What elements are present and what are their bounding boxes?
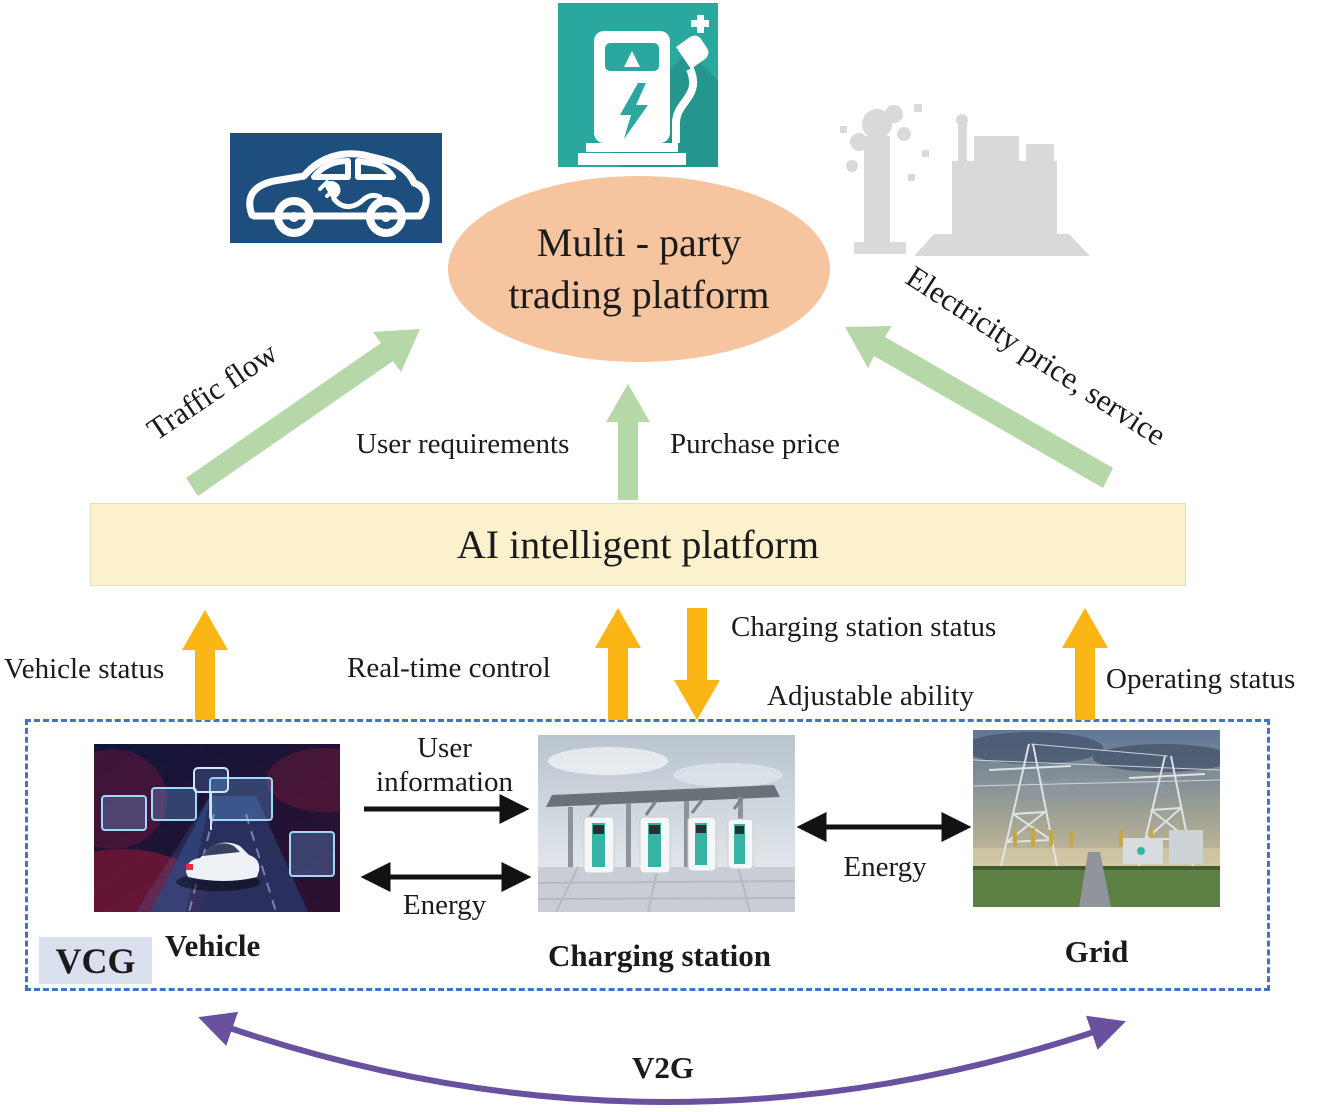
energy-label-vehicle-charging: Energy — [402, 889, 487, 921]
charging-station-status-arrow — [674, 608, 720, 720]
trading-platform-line2: trading platform — [508, 272, 770, 317]
real-time-control-label: Real-time control — [347, 652, 551, 684]
vehicle-image — [94, 744, 340, 912]
ai-intelligent-platform: AI intelligent platform — [90, 503, 1186, 586]
grid-image — [973, 730, 1220, 907]
trading-platform-line1: Multi - party — [536, 220, 742, 265]
charging-station-status-label: Charging station status — [731, 611, 997, 643]
real-time-control-arrow — [595, 608, 641, 720]
vehicle-status-label: Vehicle status — [4, 653, 165, 685]
electricity-price-service-label: Electricity price, service — [900, 258, 1173, 453]
vcg-tag: VCG — [39, 937, 152, 984]
charging-station-image — [538, 735, 795, 912]
vehicle-label: Vehicle — [165, 928, 261, 963]
vcg-group-box — [25, 719, 1270, 991]
purchase-price-label: Purchase price — [670, 428, 840, 460]
operating-status-arrow — [1062, 608, 1108, 720]
adjustable-ability-label: Adjustable ability — [767, 680, 974, 712]
operating-status-label: Operating status — [1106, 663, 1296, 695]
multi-party-trading-platform: Multi - party trading platform — [448, 176, 830, 362]
vcg-tag-label: VCG — [55, 940, 136, 981]
power-plant-icon — [840, 104, 1090, 256]
traffic-flow-label: Traffic flow — [140, 334, 284, 448]
user-information-label: User information — [352, 731, 537, 799]
electricity-price-arrow — [845, 326, 1113, 488]
user-requirements-label: User requirements — [356, 428, 570, 460]
ai-platform-label: AI intelligent platform — [456, 522, 820, 567]
grid-label: Grid — [1064, 934, 1129, 969]
energy-label-charging-grid: Energy — [843, 851, 927, 883]
user-information-line1: User — [417, 732, 472, 764]
user-information-line2: information — [376, 766, 513, 798]
charging-pump-icon — [558, 3, 718, 167]
ev-car-icon — [230, 133, 442, 243]
charging-station-label: Charging station — [547, 938, 772, 973]
user-requirements-arrow — [606, 384, 650, 500]
v2g-label: V2G — [632, 1050, 694, 1085]
vehicle-status-arrow — [182, 610, 228, 720]
traffic-flow-arrow — [186, 329, 420, 496]
